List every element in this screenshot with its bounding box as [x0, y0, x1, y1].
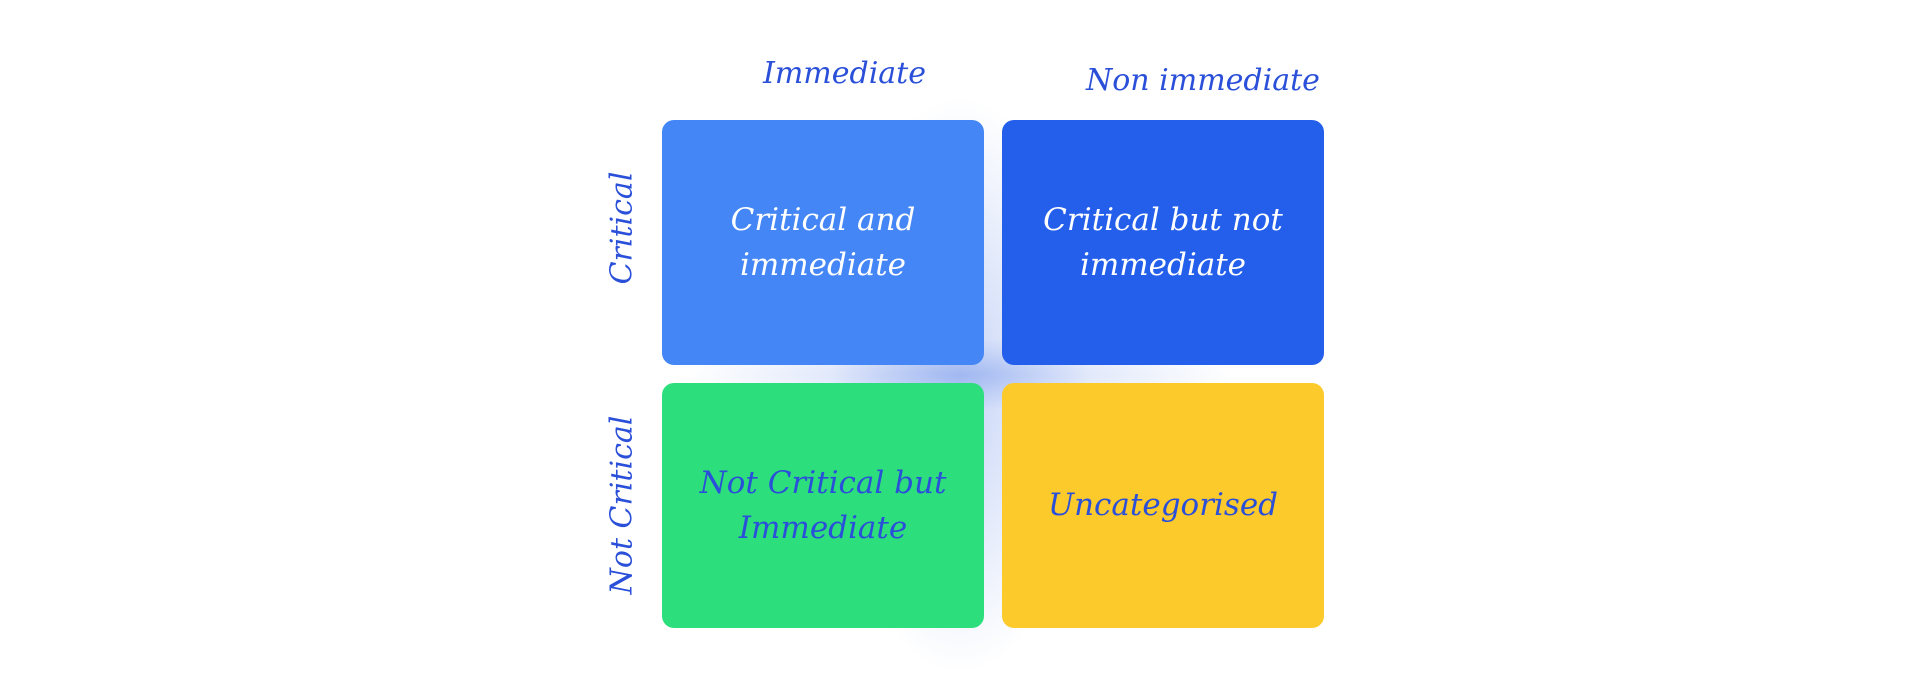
- quadrant-label: Uncategorised: [1047, 487, 1279, 523]
- row-label-critical: Critical: [604, 171, 640, 285]
- quadrant-label: Critical but not immediate: [1043, 201, 1283, 283]
- quadrant-critical-immediate: Critical and immediate: [662, 120, 984, 365]
- row-label-not-critical: Not Critical: [604, 415, 640, 595]
- column-label-non-immediate: Non immediate: [1086, 63, 1320, 98]
- quadrant-critical-not-immediate: Critical but not immediate: [1002, 120, 1324, 365]
- column-label-immediate: Immediate: [763, 56, 926, 91]
- quadrant-label: Not Critical but Immediate: [699, 464, 947, 546]
- quadrant-uncategorised: Uncategorised: [1002, 383, 1324, 628]
- quadrant-label: Critical and immediate: [730, 201, 916, 283]
- quadrant-not-critical-immediate: Not Critical but Immediate: [662, 383, 984, 628]
